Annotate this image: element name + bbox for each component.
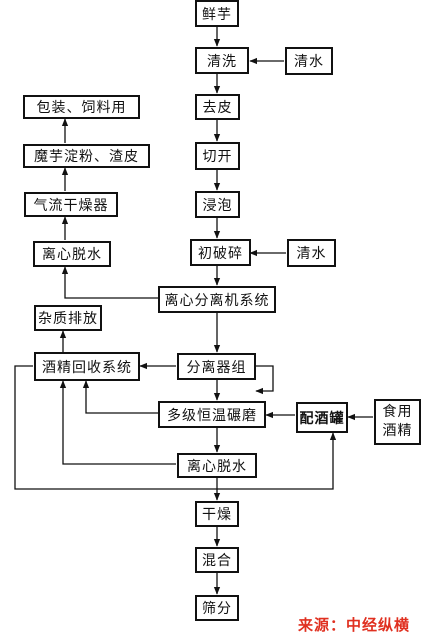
node-centrifuge-dewater-bottom: 离心脱水	[177, 453, 257, 478]
node-separator-group: 分离器组	[177, 353, 256, 380]
node-konjac-starch: 魔芋淀粉、渣皮	[23, 144, 150, 168]
node-packaging: 包装、饲料用	[23, 95, 140, 119]
node-clean-water-2: 清水	[287, 239, 336, 267]
arrow-recovery-to-tank	[14, 365, 337, 490]
node-alcohol-tank: 配酒罐	[296, 402, 348, 433]
edible-alcohol-line1: 食用	[382, 404, 413, 420]
node-peel: 去皮	[195, 94, 240, 120]
edible-alcohol-line2: 酒精	[382, 423, 413, 439]
node-multi-grinding: 多级恒温碾磨	[158, 401, 266, 428]
node-clean-water-1: 清水	[285, 47, 333, 75]
node-alcohol-recovery: 酒精回收系统	[34, 352, 140, 381]
node-centrifuge-dewater-left: 离心脱水	[33, 241, 111, 267]
node-fresh-konjac: 鲜芋	[195, 0, 239, 27]
node-centrifuge-system: 离心分离机系统	[158, 286, 276, 313]
node-edible-alcohol: 食用 酒精	[374, 399, 421, 445]
arrow-separator-loop	[255, 365, 274, 395]
node-dry: 干燥	[195, 501, 239, 527]
arrow-dewater-to-recovery	[59, 380, 176, 465]
node-soak: 浸泡	[195, 191, 240, 218]
arrow-grinding-to-recovery	[82, 380, 158, 414]
node-crush: 初破碎	[190, 239, 251, 266]
arrow-centrifuge-to-dewater-left	[61, 266, 158, 299]
source-watermark: 来源：中经纵横	[298, 616, 411, 634]
node-mix: 混合	[195, 547, 239, 573]
node-cut: 切开	[195, 142, 240, 170]
node-impurity-discharge: 杂质排放	[34, 305, 102, 331]
node-sieve: 筛分	[195, 595, 239, 621]
node-airflow-dryer: 气流干燥器	[24, 192, 118, 217]
node-wash: 清洗	[195, 47, 249, 74]
